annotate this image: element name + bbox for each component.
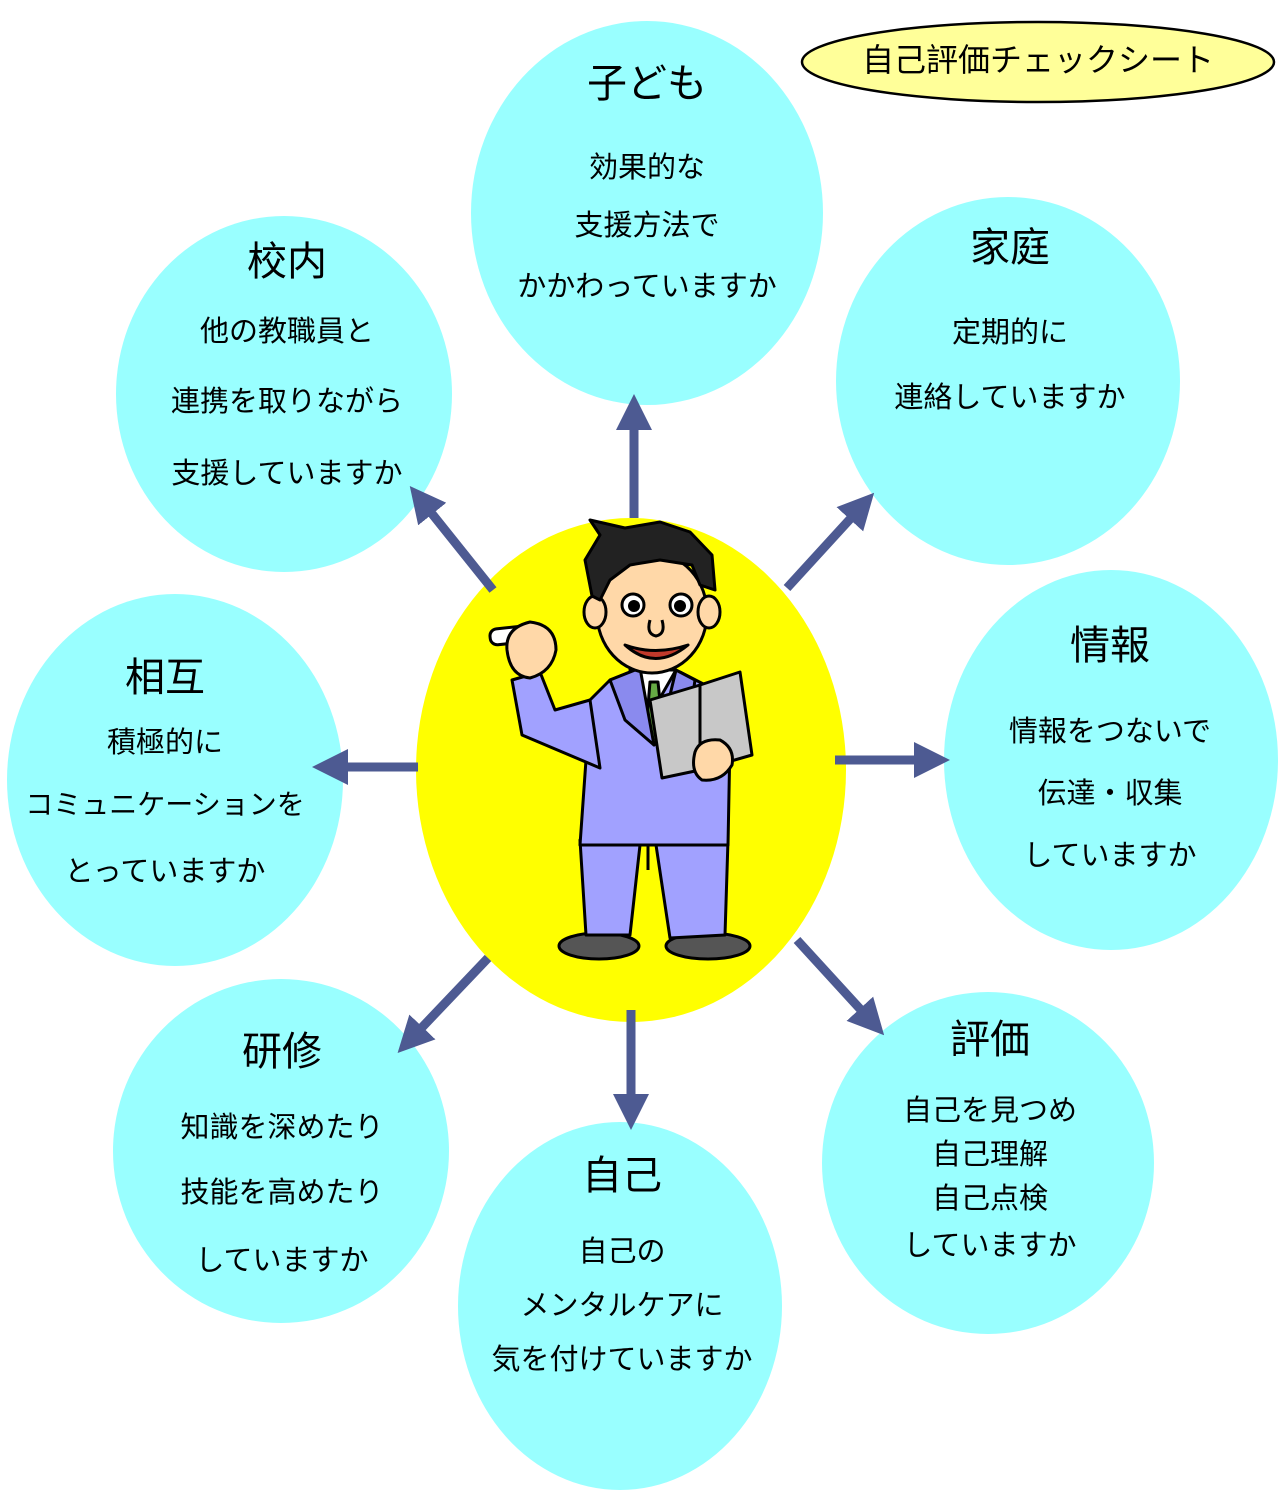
arrow-kenshu <box>397 954 492 1054</box>
bubble-line: 支援方法で <box>574 208 720 242</box>
bubble-line: 自己理解 <box>931 1137 1048 1171</box>
bubble-title: 評価 <box>950 1017 1030 1063</box>
bubble-line: メンタルケアに <box>520 1288 724 1322</box>
bubble-kenshu: 研修 知識を深めたり 技能を高めたり していますか <box>112 1024 452 1296</box>
bubble-title: 相互 <box>125 655 205 701</box>
bubble-line: 連携を取りながら <box>170 384 403 418</box>
bubble-kodomo: 子ども 効果的な 支援方法で かかわっていますか <box>477 56 817 318</box>
bubble-line: していますか <box>903 1228 1077 1262</box>
bubble-katei: 家庭 定期的に 連絡していますか <box>840 220 1180 432</box>
bubble-line: 積極的に <box>106 725 223 759</box>
bubble-kenshu-shape <box>113 979 449 1323</box>
bubble-line: 自己点検 <box>931 1181 1048 1215</box>
bubble-line: コミュニケーションを <box>25 788 305 821</box>
bubble-title: 子ども <box>587 61 707 107</box>
bubble-title: 研修 <box>242 1029 322 1075</box>
bubble-line: 支援していますか <box>171 456 403 490</box>
bubble-line: していますか <box>195 1243 369 1277</box>
arrow-kounai <box>409 485 497 593</box>
badge-shape <box>800 20 1276 104</box>
bubble-line: 自己の <box>578 1234 666 1268</box>
bubble-line: していますか <box>1023 838 1197 872</box>
bubble-line: 知識を深めたり <box>180 1110 384 1144</box>
badge-label: 自己評価チェックシート <box>861 41 1214 79</box>
bubble-line: かかわっていますか <box>517 269 777 303</box>
bubble-jiko-shape <box>458 1122 782 1490</box>
bubble-hyouka: 評価 自己を見つめ 自己理解 自己点検 していますか <box>825 1012 1155 1270</box>
bubble-kounai-shape <box>116 216 452 572</box>
bubble-jouhou-shape <box>944 570 1278 950</box>
bubble-kodomo-shape <box>471 21 823 405</box>
bubble-jouhou: 情報 情報をつないで 伝達・収集 していますか <box>945 618 1275 886</box>
arrow-hyouka <box>793 936 885 1036</box>
bubble-hyouka-shape <box>822 992 1154 1334</box>
bubble-katei-shape <box>836 197 1180 565</box>
bubble-title: 校内 <box>247 239 327 285</box>
bubble-title: 情報 <box>1070 623 1150 669</box>
bubble-line: 気を付けていますか <box>491 1342 753 1376</box>
bubble-line: 定期的に <box>951 315 1068 349</box>
bubble-sougo-shape <box>7 594 343 966</box>
bubble-title: 自己 <box>582 1153 662 1199</box>
bubble-line: 伝達・収集 <box>1037 776 1183 810</box>
teacher-illustration <box>488 518 754 961</box>
bubble-line: 連絡していますか <box>894 380 1126 414</box>
bubble-kounai: 校内 他の教職員と 連携を取りながら 支援していますか <box>112 234 462 508</box>
bubble-line: 効果的な <box>588 150 705 184</box>
bubble-jiko: 自己 自己の メンタルケアに 気を付けていますか <box>462 1148 782 1386</box>
bubble-line: 他の教職員と <box>199 314 374 348</box>
bubble-sougo: 相互 積極的に コミュニケーションを とっていますか <box>0 650 330 904</box>
bubble-line: 技能を高めたり <box>180 1175 384 1209</box>
bubble-line: 自己を見つめ <box>902 1093 1077 1127</box>
bubble-title: 家庭 <box>970 225 1050 271</box>
bubble-line: とっていますか <box>64 854 266 888</box>
bubble-line: 情報をつないで <box>1008 714 1212 748</box>
arrow-katei <box>783 492 875 592</box>
